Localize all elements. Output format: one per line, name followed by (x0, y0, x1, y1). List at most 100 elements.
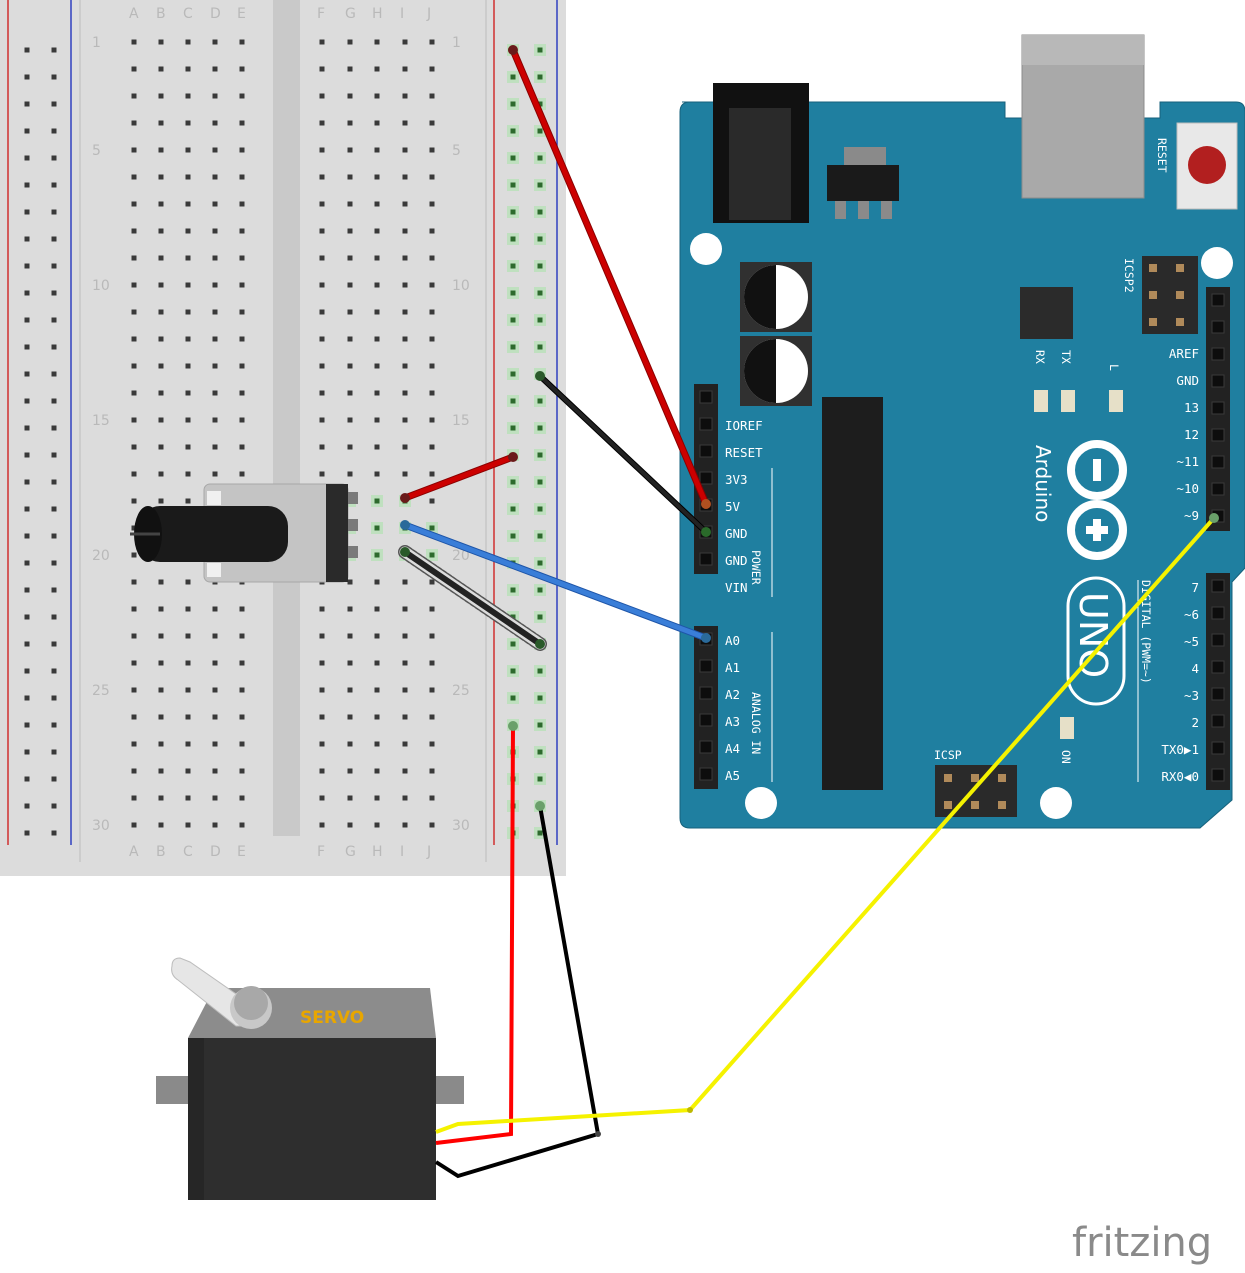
breadboard-hole (429, 687, 435, 693)
header-pin[interactable] (1211, 401, 1225, 415)
rail-hole (24, 74, 30, 80)
breadboard-hole (347, 471, 353, 477)
rail-hole (51, 101, 57, 107)
breadboard-hole (185, 228, 191, 234)
rail-hole (510, 614, 516, 620)
digital-pin-label: ~11 (1176, 454, 1199, 469)
header-pin[interactable] (699, 767, 713, 781)
breadboard-hole (158, 282, 164, 288)
breadboard-hole (402, 741, 408, 747)
breadboard-hole (185, 39, 191, 45)
breadboard-hole (429, 255, 435, 261)
header-pin[interactable] (1211, 320, 1225, 334)
breadboard-hole (131, 417, 137, 423)
row-number: 30 (92, 818, 110, 834)
breadboard-hole (374, 606, 380, 612)
header-pin[interactable] (1211, 768, 1225, 782)
breadboard-hole (429, 174, 435, 180)
digital-pin-label: ~9 (1184, 508, 1199, 523)
breadboard-hole (374, 93, 380, 99)
header-pin[interactable] (1211, 579, 1225, 593)
rail-hole (51, 371, 57, 377)
power-pin-label: 5V (725, 499, 741, 514)
breadboard-hole (131, 282, 137, 288)
breadboard-hole (185, 768, 191, 774)
power-pin-label: GND (725, 526, 748, 541)
rail-hole (510, 290, 516, 296)
rail-hole (24, 452, 30, 458)
header-pin[interactable] (1211, 714, 1225, 728)
rail-hole (510, 236, 516, 242)
header-pin[interactable] (699, 444, 713, 458)
header-pin[interactable] (1211, 428, 1225, 442)
icsp-pin (998, 774, 1006, 782)
rx-label: RX (1033, 350, 1047, 364)
servo-body-left (188, 1038, 204, 1200)
breadboard-hole (402, 174, 408, 180)
breadboard-hole (239, 93, 245, 99)
breadboard-hole (402, 795, 408, 801)
row-number: 15 (452, 413, 470, 429)
breadboard-hole (429, 795, 435, 801)
breadboard-hole (185, 633, 191, 639)
breadboard-hole (212, 282, 218, 288)
header-pin[interactable] (699, 552, 713, 566)
breadboard-hole (212, 93, 218, 99)
rail-hole (510, 344, 516, 350)
breadboard-hole (374, 228, 380, 234)
icsp-header (935, 765, 1017, 817)
potentiometer-pin (348, 519, 358, 531)
rail-hole (51, 398, 57, 404)
breadboard-hole (185, 417, 191, 423)
rail-hole (510, 182, 516, 188)
breadboard-hole (429, 228, 435, 234)
breadboard-hole (319, 822, 325, 828)
header-pin[interactable] (1211, 741, 1225, 755)
reset-button[interactable] (1188, 146, 1226, 184)
breadboard-hole (185, 120, 191, 126)
header-pin[interactable] (699, 686, 713, 700)
header-pin[interactable] (1211, 687, 1225, 701)
wire-end (535, 639, 545, 649)
wire-pot-a0-blue-core (402, 522, 709, 641)
row-number: 20 (92, 548, 110, 564)
breadboard-hole (185, 66, 191, 72)
header-pin[interactable] (1211, 293, 1225, 307)
servo-body (188, 1038, 436, 1200)
breadboard-hole (158, 309, 164, 315)
breadboard-hole (158, 228, 164, 234)
header-pin[interactable] (1211, 455, 1225, 469)
header-pin[interactable] (699, 659, 713, 673)
rail-hole (537, 128, 543, 134)
breadboard-hole (319, 174, 325, 180)
breadboard-hole (185, 471, 191, 477)
column-label: F (317, 844, 325, 860)
header-pin[interactable] (699, 390, 713, 404)
power-pin-label: VIN (725, 580, 748, 595)
digital-pin-label: AREF (1169, 346, 1199, 361)
breadboard-hole (402, 282, 408, 288)
breadboard-hole (239, 606, 245, 612)
header-pin[interactable] (1211, 660, 1225, 674)
wire-pot-gnd-black (402, 549, 543, 647)
analog-group-label: ANALOG IN (749, 692, 763, 754)
header-pin[interactable] (699, 713, 713, 727)
mount-hole (745, 787, 777, 819)
row-number: 30 (452, 818, 470, 834)
rail-hole (510, 101, 516, 107)
header-pin[interactable] (1211, 374, 1225, 388)
header-pin[interactable] (699, 740, 713, 754)
breadboard-hole (402, 579, 408, 585)
header-pin[interactable] (1211, 482, 1225, 496)
rail-hole (24, 209, 30, 215)
header-pin[interactable] (1211, 606, 1225, 620)
power-pin-label: GND (725, 553, 748, 568)
header-pin[interactable] (1211, 347, 1225, 361)
digital-pin-label: ~10 (1176, 481, 1199, 496)
header-pin[interactable] (699, 471, 713, 485)
header-pin[interactable] (1211, 633, 1225, 647)
breadboard-hole (131, 309, 137, 315)
rail-hole (510, 128, 516, 134)
header-pin[interactable] (699, 417, 713, 431)
